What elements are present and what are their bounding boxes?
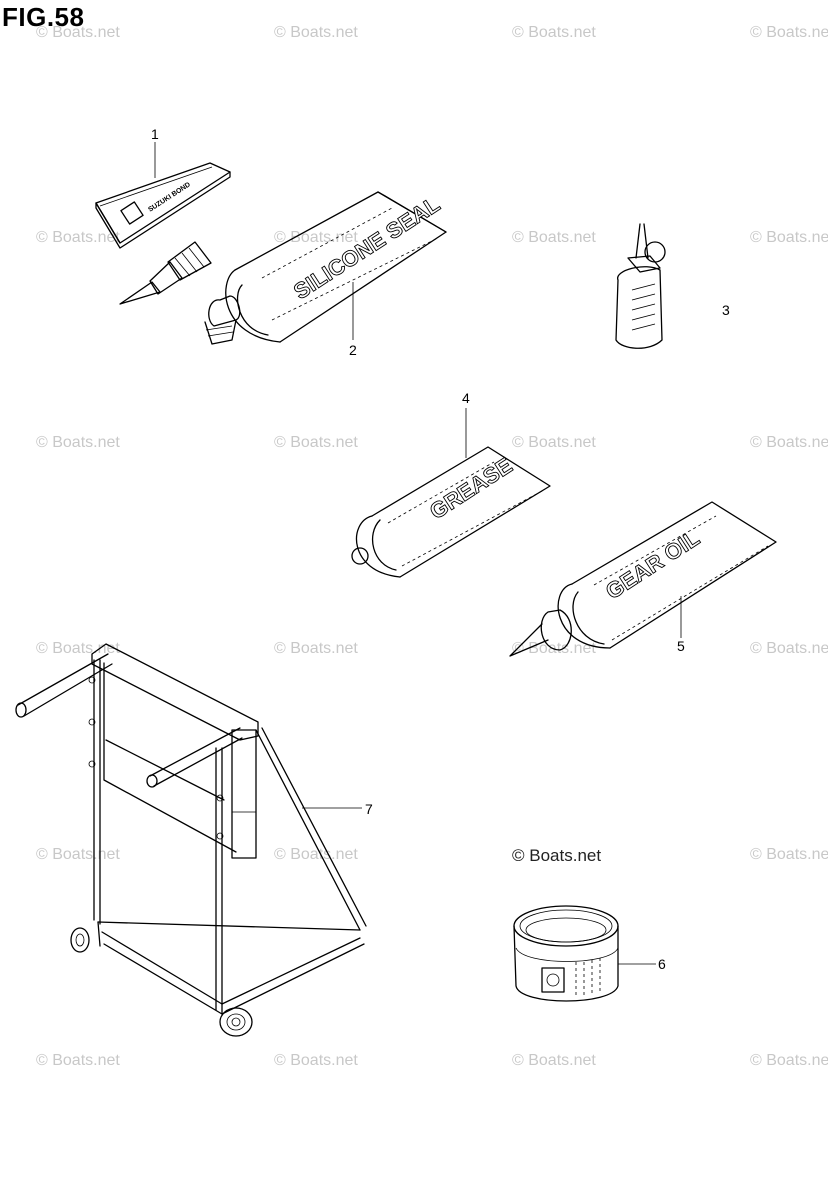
watermark: © Boats.net — [750, 434, 828, 451]
watermark: © Boats.net — [36, 846, 120, 863]
part-7-motor-stand — [15, 643, 367, 1037]
watermark: © Boats.net — [274, 229, 358, 246]
watermark: © Boats.net — [274, 434, 358, 451]
watermark: © Boats.net — [750, 229, 828, 246]
part-4-grease: GREASE — [351, 446, 551, 578]
figure-title: FIG.58 — [2, 2, 85, 32]
part-1-bond: SUZUKI BOND — [95, 162, 231, 305]
part-3-oil-bottle — [615, 223, 666, 349]
watermark: © Boats.net — [36, 640, 120, 657]
part-5-gear-oil: GEAR OIL — [509, 501, 777, 657]
part-2-silicone-seal: SILICONE SEAL — [204, 191, 447, 345]
watermark: © Boats.net — [750, 846, 828, 863]
watermark: © Boats.net — [274, 24, 358, 41]
watermark: © Boats.net — [36, 229, 120, 246]
callout-5: 5 — [677, 638, 685, 654]
watermark: © Boats.net — [274, 640, 358, 657]
callout-6: 6 — [658, 956, 666, 972]
watermark: © Boats.net — [274, 1052, 358, 1069]
watermark: © Boats.net — [750, 640, 828, 657]
watermark: © Boats.net — [36, 434, 120, 451]
watermark: © Boats.net — [512, 24, 596, 41]
watermark: © Boats.net — [512, 1052, 596, 1069]
silicone-seal-label: SILICONE SEAL — [289, 191, 444, 304]
leader-lines — [154, 142, 682, 965]
callout-3: 3 — [722, 302, 730, 318]
grease-label: GREASE — [425, 453, 517, 525]
watermark: © Boats.net — [750, 24, 828, 41]
watermark: © Boats.net — [512, 434, 596, 451]
watermark: © Boats.net — [36, 1052, 120, 1069]
watermark: © Boats.net — [274, 846, 358, 863]
callout-7: 7 — [365, 801, 373, 817]
watermark: © Boats.net — [750, 1052, 828, 1069]
callout-2: 2 — [349, 342, 357, 358]
callout-1: 1 — [151, 126, 159, 142]
watermark-main: © Boats.net — [512, 846, 602, 865]
callout-4: 4 — [462, 390, 470, 406]
watermark: © Boats.net — [512, 229, 596, 246]
part-6-grease-tin — [513, 905, 619, 1002]
watermark: © Boats.net — [36, 24, 120, 41]
bond-label: SUZUKI BOND — [147, 181, 192, 213]
